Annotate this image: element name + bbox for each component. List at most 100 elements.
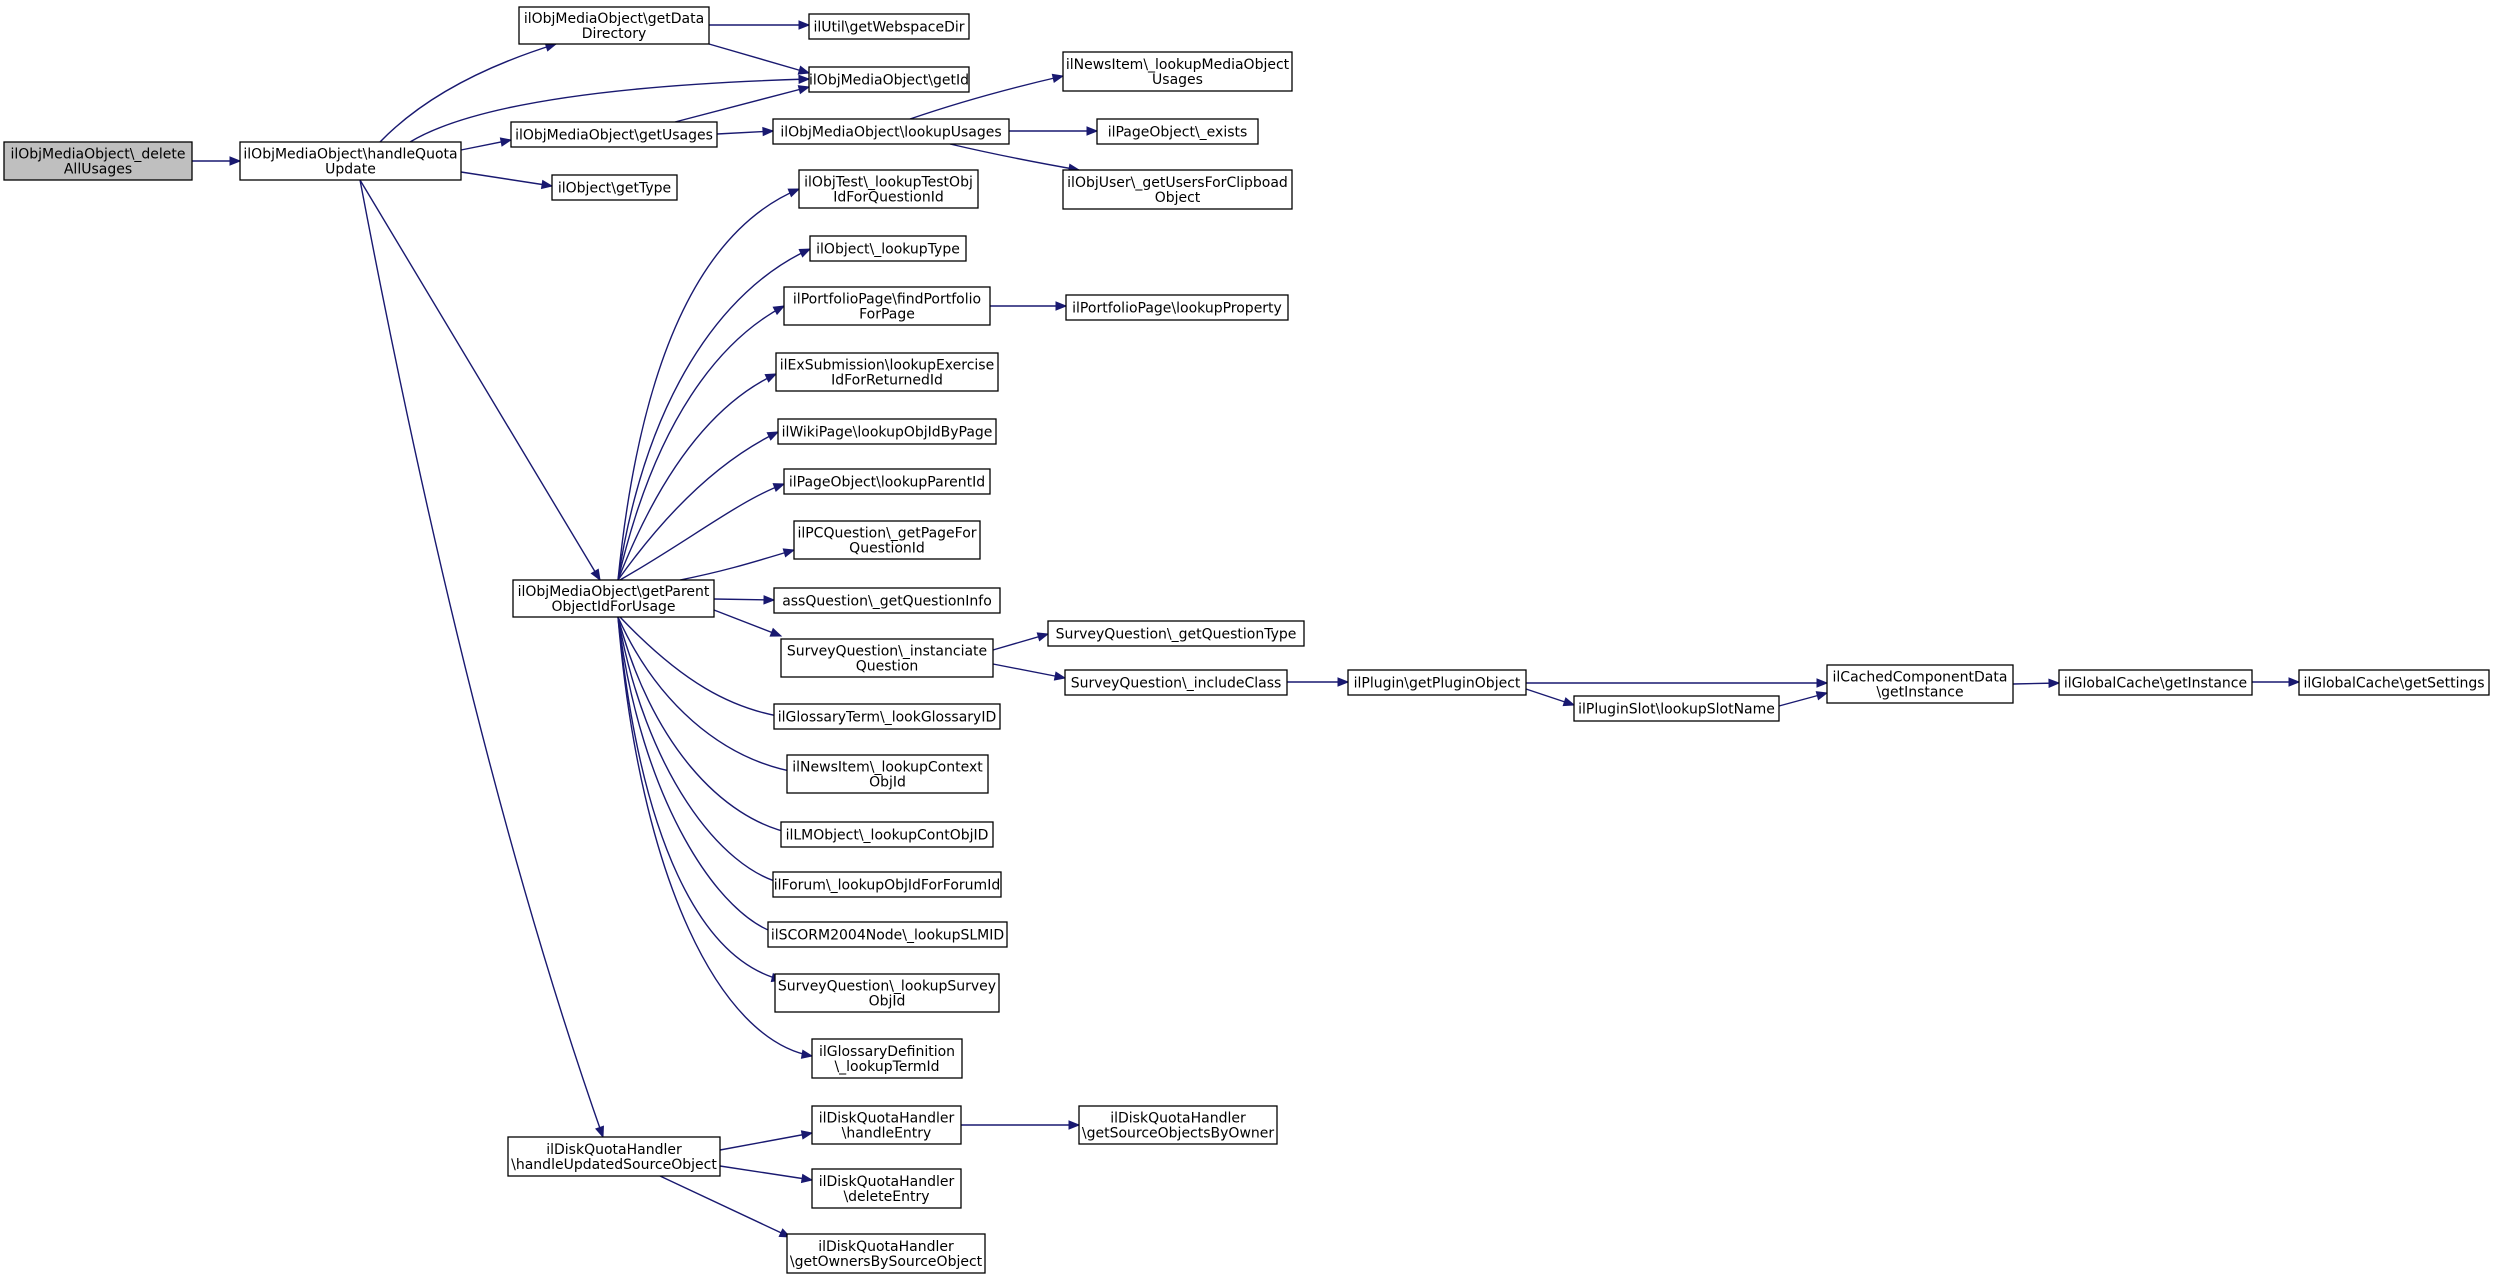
edge-n6-n8 bbox=[1009, 126, 1099, 136]
node-label: assQuestion\_getQuestionInfo bbox=[782, 594, 992, 610]
arrowhead-icon bbox=[1086, 126, 1099, 136]
edge-n21-n23 bbox=[992, 663, 1067, 681]
node-label: ilObjTest\_lookupTestObj bbox=[804, 175, 973, 191]
node-label: \deleteEntry bbox=[843, 1189, 929, 1205]
edge-n23-n24 bbox=[1287, 677, 1350, 687]
arrowhead-icon bbox=[797, 85, 811, 95]
node-label: SurveyQuestion\_includeClass bbox=[1071, 676, 1282, 692]
node-n37[interactable]: ilDiskQuotaHandler\handleEntry bbox=[811, 1105, 962, 1145]
node-n23[interactable]: SurveyQuestion\_includeClass bbox=[1064, 669, 1288, 696]
node-n3[interactable]: ilUtil\getWebspaceDir bbox=[808, 13, 970, 40]
arrowhead-icon bbox=[763, 595, 776, 605]
node-box bbox=[1064, 669, 1288, 696]
arrowhead-icon bbox=[1337, 677, 1350, 687]
edge-line bbox=[713, 609, 782, 637]
node-box bbox=[1573, 695, 1780, 722]
edge-line bbox=[617, 305, 785, 581]
node-n29[interactable]: ilGlossaryTerm\_lookGlossaryID bbox=[773, 703, 1001, 730]
arrowhead-icon bbox=[2048, 678, 2061, 688]
arrowhead-icon bbox=[766, 431, 780, 441]
node-n33[interactable]: ilSCORM2004Node\_lookupSLMID bbox=[767, 921, 1008, 948]
node-n32[interactable]: ilForum\_lookupObjIdForForumId bbox=[772, 871, 1002, 898]
node-box bbox=[808, 13, 970, 40]
edge-line bbox=[617, 616, 783, 981]
edge-n5-n6 bbox=[716, 126, 775, 137]
edge-n1-n10 bbox=[460, 171, 554, 190]
arrowhead-icon bbox=[1562, 697, 1576, 707]
edge-line bbox=[619, 616, 791, 719]
node-n6[interactable]: ilObjMediaObject\lookupUsages bbox=[772, 118, 1010, 145]
edge-n14-n15 bbox=[990, 301, 1068, 311]
edge-n11-n17 bbox=[617, 431, 780, 581]
node-n38[interactable]: ilDiskQuotaHandler\getSourceObjectsByOwn… bbox=[1078, 1105, 1278, 1145]
node-label: \getOwnersBySourceObject bbox=[790, 1254, 983, 1270]
node-n24[interactable]: ilPlugin\getPluginObject bbox=[1347, 669, 1527, 696]
arrowhead-icon bbox=[1815, 691, 1829, 701]
node-box bbox=[512, 579, 715, 618]
edge-n11-n31 bbox=[617, 616, 797, 837]
edge-n36-n37 bbox=[719, 1130, 814, 1151]
node-n4[interactable]: ilObjMediaObject\getId bbox=[808, 66, 970, 93]
edge-line bbox=[992, 663, 1066, 679]
edge-line bbox=[409, 78, 810, 143]
arrowhead-icon bbox=[540, 179, 554, 190]
edge-n37-n38 bbox=[961, 1120, 1081, 1130]
node-n31[interactable]: ilLMObject\_lookupContObjID bbox=[780, 821, 994, 848]
node-box bbox=[793, 520, 981, 560]
arrowhead-icon bbox=[800, 1173, 814, 1184]
node-label: ilExSubmission\lookupExercise bbox=[780, 358, 994, 374]
node-label: ilObject\getType bbox=[558, 181, 671, 197]
node-n28[interactable]: ilPluginSlot\lookupSlotName bbox=[1573, 695, 1780, 722]
node-n16[interactable]: ilExSubmission\lookupExerciseIdForReturn… bbox=[775, 352, 999, 392]
node-n8[interactable]: ilPageObject\_exists bbox=[1096, 118, 1259, 145]
node-n27[interactable]: ilGlobalCache\getSettings bbox=[2298, 669, 2490, 696]
node-n35[interactable]: ilGlossaryDefinition\_lookupTermId bbox=[811, 1038, 963, 1079]
arrowhead-icon bbox=[772, 305, 786, 316]
node-n17[interactable]: ilWikiPage\lookupObjIdByPage bbox=[777, 418, 997, 445]
node-n18[interactable]: ilPageObject\lookupParentId bbox=[783, 468, 991, 495]
node-n5[interactable]: ilObjMediaObject\getUsages bbox=[510, 121, 718, 148]
edge-n2-n4 bbox=[708, 43, 811, 75]
node-n15[interactable]: ilPortfolioPage\lookupProperty bbox=[1065, 294, 1289, 321]
node-label: ilPCQuestion\_getPageFor bbox=[797, 526, 976, 542]
node-label: ilSCORM2004Node\_lookupSLMID bbox=[771, 928, 1004, 944]
edge-n11-n30 bbox=[617, 616, 802, 776]
node-box bbox=[777, 418, 997, 445]
node-n26[interactable]: ilGlobalCache\getInstance bbox=[2058, 669, 2253, 696]
node-box bbox=[783, 468, 991, 495]
arrowhead-icon bbox=[762, 126, 775, 137]
node-label: ilDiskQuotaHandler bbox=[818, 1239, 954, 1255]
node-n10[interactable]: ilObject\getType bbox=[551, 174, 678, 201]
edge-line bbox=[460, 171, 553, 187]
node-n39[interactable]: ilDiskQuotaHandler\deleteEntry bbox=[811, 1168, 962, 1209]
root-node-box bbox=[3, 141, 193, 181]
node-label: ilDiskQuotaHandler bbox=[1110, 1111, 1246, 1127]
node-label: ObjectIdForUsage bbox=[551, 599, 675, 615]
edge-n1-n4 bbox=[409, 74, 811, 143]
node-n25[interactable]: ilCachedComponentData\getInstance bbox=[1826, 664, 2014, 704]
node-n13[interactable]: ilObject\_lookupType bbox=[809, 235, 967, 262]
edge-n6-n9 bbox=[949, 143, 1081, 173]
node-n40[interactable]: ilDiskQuotaHandler\getOwnersBySourceObje… bbox=[786, 1233, 986, 1274]
node-n20[interactable]: assQuestion\_getQuestionInfo bbox=[773, 587, 1001, 614]
edge-n11-n12 bbox=[617, 188, 801, 581]
node-label: ilObjMediaObject\getUsages bbox=[515, 128, 713, 144]
edge-n24-n28 bbox=[1525, 688, 1576, 707]
node-n22[interactable]: SurveyQuestion\_getQuestionType bbox=[1047, 620, 1305, 647]
node-n36[interactable]: ilDiskQuotaHandler\handleUpdatedSourceOb… bbox=[507, 1136, 721, 1177]
node-label: SurveyQuestion\_instanciate bbox=[787, 644, 987, 660]
edge-n28-n25 bbox=[1778, 691, 1829, 707]
node-n11[interactable]: ilObjMediaObject\getParentObjectIdForUsa… bbox=[512, 579, 715, 618]
